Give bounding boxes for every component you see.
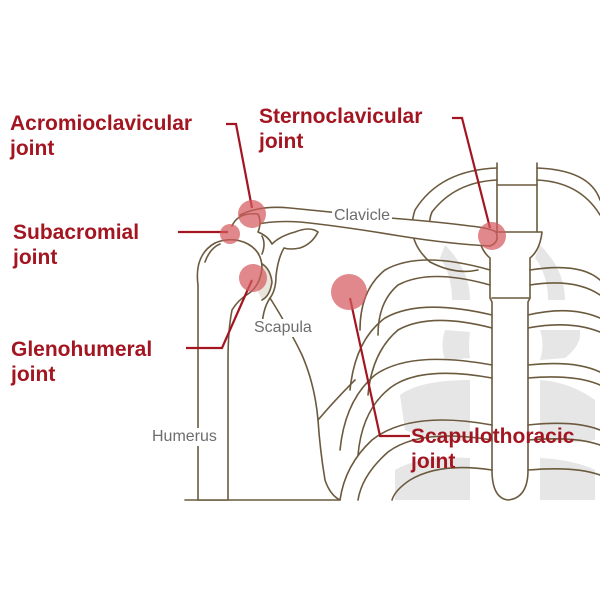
acromioclavicular-label-line2: joint (10, 137, 55, 160)
humerus-label: Humerus (150, 428, 219, 446)
acromioclavicular-joint-label: Acromioclavicular joint (10, 111, 192, 161)
subacromial-joint-label: Subacromial joint (13, 220, 139, 270)
leader-glenohumeral (186, 279, 254, 350)
sternoclavicular-joint-marker (478, 222, 506, 250)
sternoclavicular-label-line2: joint (259, 130, 304, 153)
ribs (339, 167, 600, 501)
glenohumeral-label-line2: joint (11, 363, 56, 386)
leader-lines (178, 116, 492, 438)
scapulothoracic-label-line1: Scapulothoracic (411, 425, 575, 448)
scapulothoracic-joint-label: Scapulothoracic joint (411, 424, 574, 474)
glenohumeral-joint-label: Glenohumeral joint (11, 337, 152, 387)
glenohumeral-label-line1: Glenohumeral (11, 338, 153, 361)
sternoclavicular-label-line1: Sternoclavicular (259, 105, 423, 128)
sternum (477, 162, 543, 501)
subacromial-label-line1: Subacromial (13, 221, 140, 244)
scapulothoracic-label-line2: joint (411, 450, 456, 473)
glenohumeral-joint-marker (239, 264, 267, 292)
joint-markers (220, 200, 506, 310)
leader-acromioclavicular (226, 122, 254, 209)
scapulothoracic-joint-marker (331, 274, 367, 310)
leader-scapulothoracic (348, 297, 410, 438)
acromioclavicular-label-line1: Acromioclavicular (10, 112, 193, 135)
sternoclavicular-joint-label: Sternoclavicular joint (259, 104, 422, 154)
clavicle-label: Clavicle (332, 207, 393, 225)
acromioclavicular-joint-marker (238, 200, 266, 228)
scapula-label: Scapula (252, 319, 314, 337)
rib-shading (395, 245, 595, 500)
subacromial-label-line2: joint (13, 246, 58, 269)
subacromial-joint-marker (220, 224, 240, 244)
leader-sternoclavicular (452, 116, 492, 229)
